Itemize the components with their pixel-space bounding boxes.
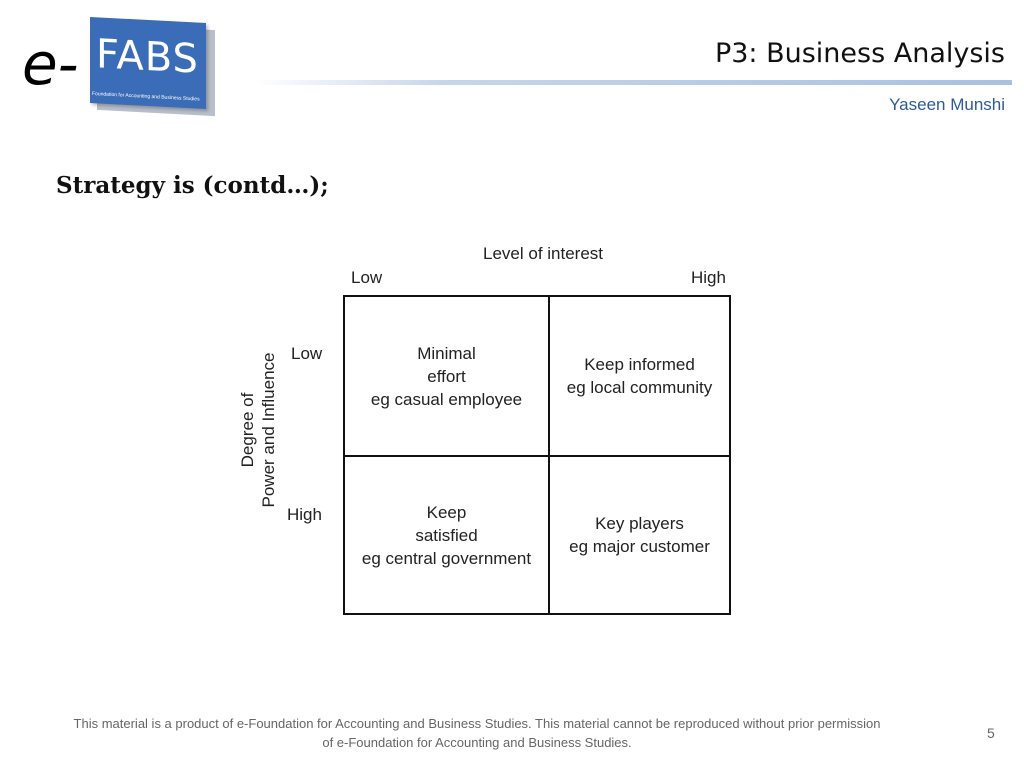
slide-title: P3: Business Analysis (714, 38, 1005, 69)
cell-text: eg major customer (569, 537, 710, 556)
cell-text: eg local community (566, 378, 713, 397)
row-low-label: Low (291, 344, 323, 363)
footer-line-1: This material is a product of e-Foundati… (73, 716, 881, 731)
side-axis-line-1: Degree of (238, 392, 257, 468)
footer-line-2: of e-Foundation for Accounting and Busin… (322, 735, 632, 750)
column-high-label: High (691, 268, 726, 287)
cell-text: Key players (595, 514, 684, 533)
cell-high-power-high-interest: Key players eg major customer (550, 457, 729, 613)
author-name: Yaseen Munshi (889, 95, 1005, 114)
footer-copyright: This material is a product of e-Foundati… (24, 714, 930, 752)
cell-text: Keep (426, 502, 467, 522)
slide-heading: Strategy is (contd…); (56, 172, 329, 199)
top-axis-label: Level of interest (483, 244, 604, 263)
logo-e-prefix: e- (22, 30, 79, 98)
cell-low-power-high-interest: Keep informed eg local community (550, 297, 729, 455)
cell-text: effort (427, 366, 466, 386)
cell-text: eg central government (361, 548, 532, 568)
cell-low-power-low-interest: Minimal effort eg casual employee (345, 297, 548, 455)
column-low-label: Low (351, 268, 383, 287)
row-high-label: High (287, 505, 322, 524)
logo-name: FABS (96, 31, 199, 83)
matrix-horizontal-divider (343, 455, 731, 457)
side-axis-line-2: Power and Influence (259, 352, 278, 508)
cell-high-power-low-interest: Keep satisfied eg central government (345, 457, 548, 613)
cell-text: Minimal (417, 343, 476, 363)
cell-text: eg casual employee (370, 389, 523, 409)
page-number: 5 (987, 725, 995, 741)
title-divider-bar (253, 80, 1012, 85)
cell-text: Keep informed (584, 355, 695, 374)
cell-text: satisfied (415, 525, 478, 545)
